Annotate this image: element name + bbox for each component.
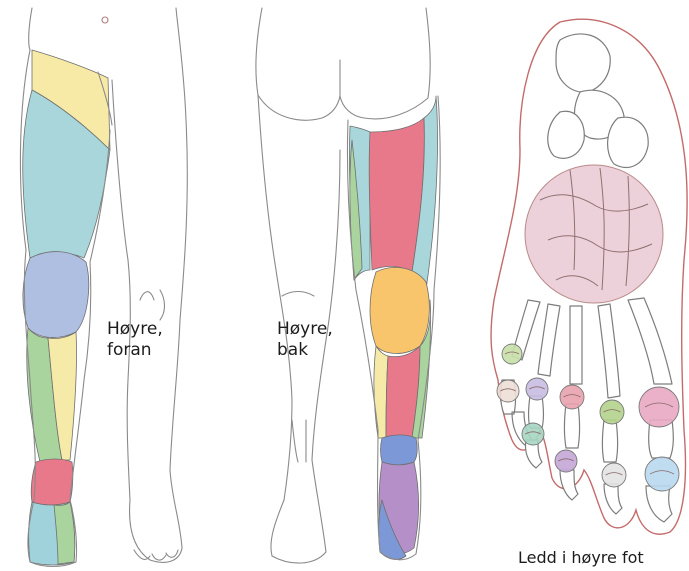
foot-view	[491, 19, 687, 534]
buttocks-outline	[256, 8, 430, 120]
front-knee-crease	[140, 290, 165, 320]
metatarsal-1	[628, 298, 672, 384]
back-ankle-zone	[381, 435, 418, 465]
back-label-line1: Høyre,	[277, 319, 333, 340]
navicular-bone	[548, 111, 585, 158]
front-view-label: Høyre, foran	[107, 319, 163, 361]
metatarsal-3	[570, 306, 582, 384]
navel-mark	[102, 17, 108, 23]
metatarsal-2	[598, 304, 620, 398]
back-view	[256, 8, 440, 563]
front-view	[20, 8, 187, 567]
foot-view-label: Ledd i høyre fot	[518, 548, 644, 568]
back-label-line2: bak	[277, 340, 333, 361]
front-label-line1: Høyre,	[107, 319, 163, 340]
front-waist-outline	[29, 8, 32, 50]
midfoot-joint-highlight	[525, 165, 663, 303]
front-left-leg-outline	[112, 8, 187, 562]
back-view-label: Høyre, bak	[277, 319, 333, 361]
front-ankle-zone	[31, 459, 73, 505]
back-left-knee-crease	[282, 292, 314, 297]
front-label-line2: foran	[107, 340, 163, 361]
back-left-achilles	[292, 420, 306, 462]
lateral-tarsal-bone	[608, 117, 649, 167]
front-knee-zone	[23, 252, 89, 338]
calcaneus-bone	[556, 34, 610, 92]
metatarsal-4	[538, 304, 560, 376]
back-knee-zone	[370, 267, 429, 353]
